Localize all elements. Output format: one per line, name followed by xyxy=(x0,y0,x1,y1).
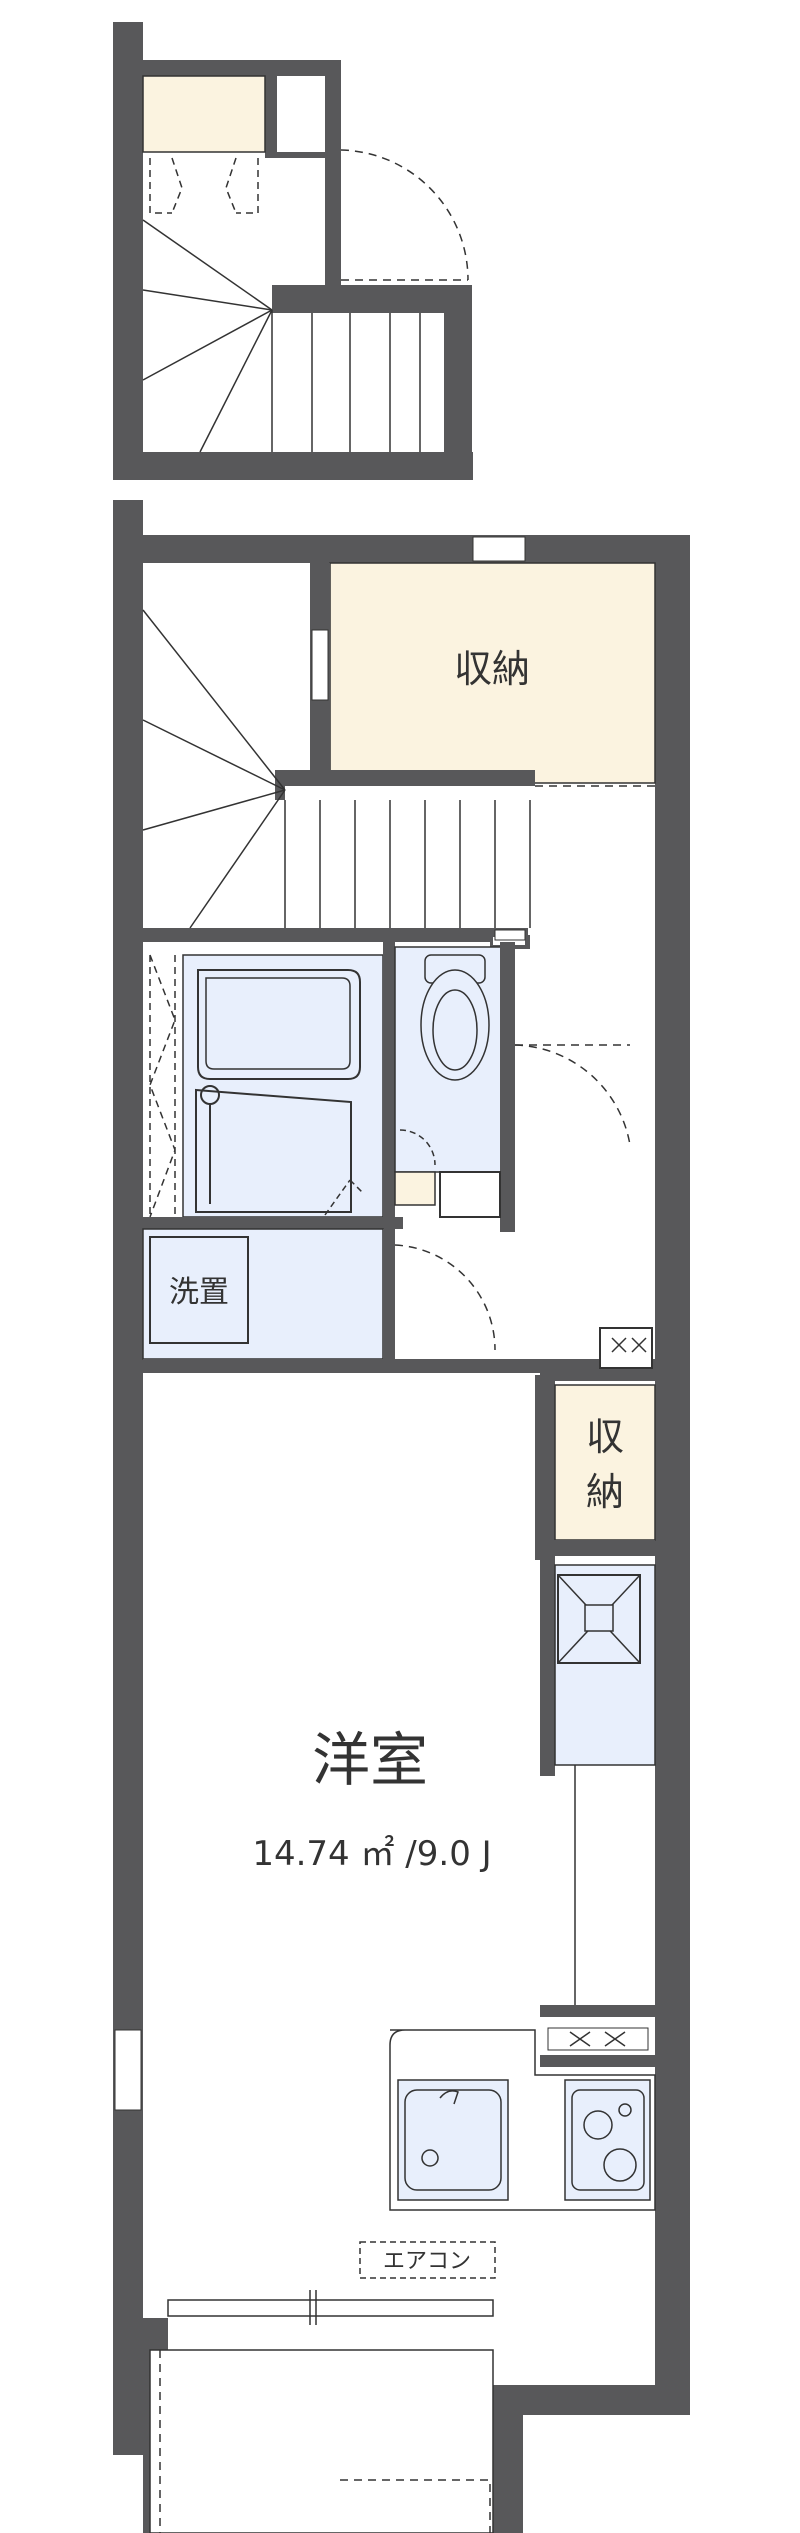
aircon-label: エアコン xyxy=(383,2249,471,2274)
stairs-main xyxy=(142,609,531,929)
room-name: 洋室 xyxy=(312,1726,428,1794)
sink-faucet xyxy=(439,2090,459,2105)
main-unit: 収納 xyxy=(113,500,690,2533)
wall xyxy=(275,770,535,786)
storage-room xyxy=(329,562,656,784)
wall xyxy=(265,152,341,158)
door-swing xyxy=(340,149,469,281)
laundry-door-swing xyxy=(394,1244,496,1351)
small-storage xyxy=(554,1384,656,1541)
stove-top xyxy=(571,2089,645,2191)
aircon-box xyxy=(359,2241,496,2279)
balcony-window xyxy=(167,2299,494,2317)
small-storage-label-2: 納 xyxy=(586,1470,624,1514)
wall xyxy=(113,60,341,76)
wall xyxy=(540,1556,555,1776)
wall xyxy=(540,2005,655,2017)
wall-left xyxy=(113,500,143,2455)
stove-burner-3 xyxy=(618,2103,632,2117)
wall-balcony-right xyxy=(493,2385,523,2533)
wall xyxy=(113,22,143,60)
wall xyxy=(272,285,472,313)
toilet-pipe xyxy=(439,1171,501,1218)
wall-top xyxy=(113,535,690,563)
room-area: 14.74 ㎡ /9.0 J xyxy=(252,1834,491,1874)
stairs-upper xyxy=(142,219,421,453)
wall-bottom-right xyxy=(493,2385,690,2415)
small-storage-label-1: 収 xyxy=(586,1415,624,1459)
wall xyxy=(325,60,341,285)
pipe-space xyxy=(599,1327,653,1369)
balcony-dashed xyxy=(159,2350,491,2533)
wall-right xyxy=(655,535,690,2415)
kitchen-vent xyxy=(547,2027,649,2051)
toilet-shelf xyxy=(394,1171,436,1206)
window-top xyxy=(472,536,526,562)
toilet-seat xyxy=(432,989,478,1071)
upper-storage xyxy=(142,75,266,153)
toilet-bowl xyxy=(420,969,490,1081)
storage-label: 収納 xyxy=(454,647,530,691)
folding-door xyxy=(149,157,259,214)
sink-drain xyxy=(421,2149,439,2167)
toilet-door-swing xyxy=(514,1044,631,1146)
wall xyxy=(113,60,143,480)
laundry-label: 洗置 xyxy=(169,1275,229,1310)
wall-segment-light xyxy=(493,937,525,945)
bath-folding-door xyxy=(149,954,176,1218)
wall xyxy=(265,76,277,154)
upper-section xyxy=(113,22,473,480)
wall xyxy=(535,1375,555,1560)
window-left xyxy=(114,2029,142,2111)
western-room xyxy=(143,1373,535,2385)
bath-step xyxy=(324,1179,363,1216)
sink-basin xyxy=(404,2089,502,2191)
kitchen-vent-cross xyxy=(569,2031,626,2047)
wall xyxy=(143,1217,403,1229)
wall xyxy=(383,942,395,1232)
stove-burner-2 xyxy=(603,2148,637,2182)
window-side xyxy=(311,629,329,701)
wall xyxy=(143,928,528,942)
wall xyxy=(540,2055,655,2067)
bathtub-inner xyxy=(205,977,351,1070)
wall xyxy=(535,1540,655,1556)
stove-burner-1 xyxy=(583,2110,613,2140)
laundry-pan xyxy=(149,1236,249,1344)
cabinet-center xyxy=(584,1604,614,1632)
wall xyxy=(113,452,473,480)
wall xyxy=(383,1229,395,1369)
wall xyxy=(143,1359,553,1373)
bathtub xyxy=(197,969,361,1080)
wall xyxy=(500,942,515,1232)
balcony xyxy=(149,2349,494,2533)
pipe-cross xyxy=(611,1337,647,1353)
wall xyxy=(444,285,472,480)
wall xyxy=(275,770,285,800)
shower-area xyxy=(195,1088,352,1213)
vent xyxy=(494,929,526,941)
